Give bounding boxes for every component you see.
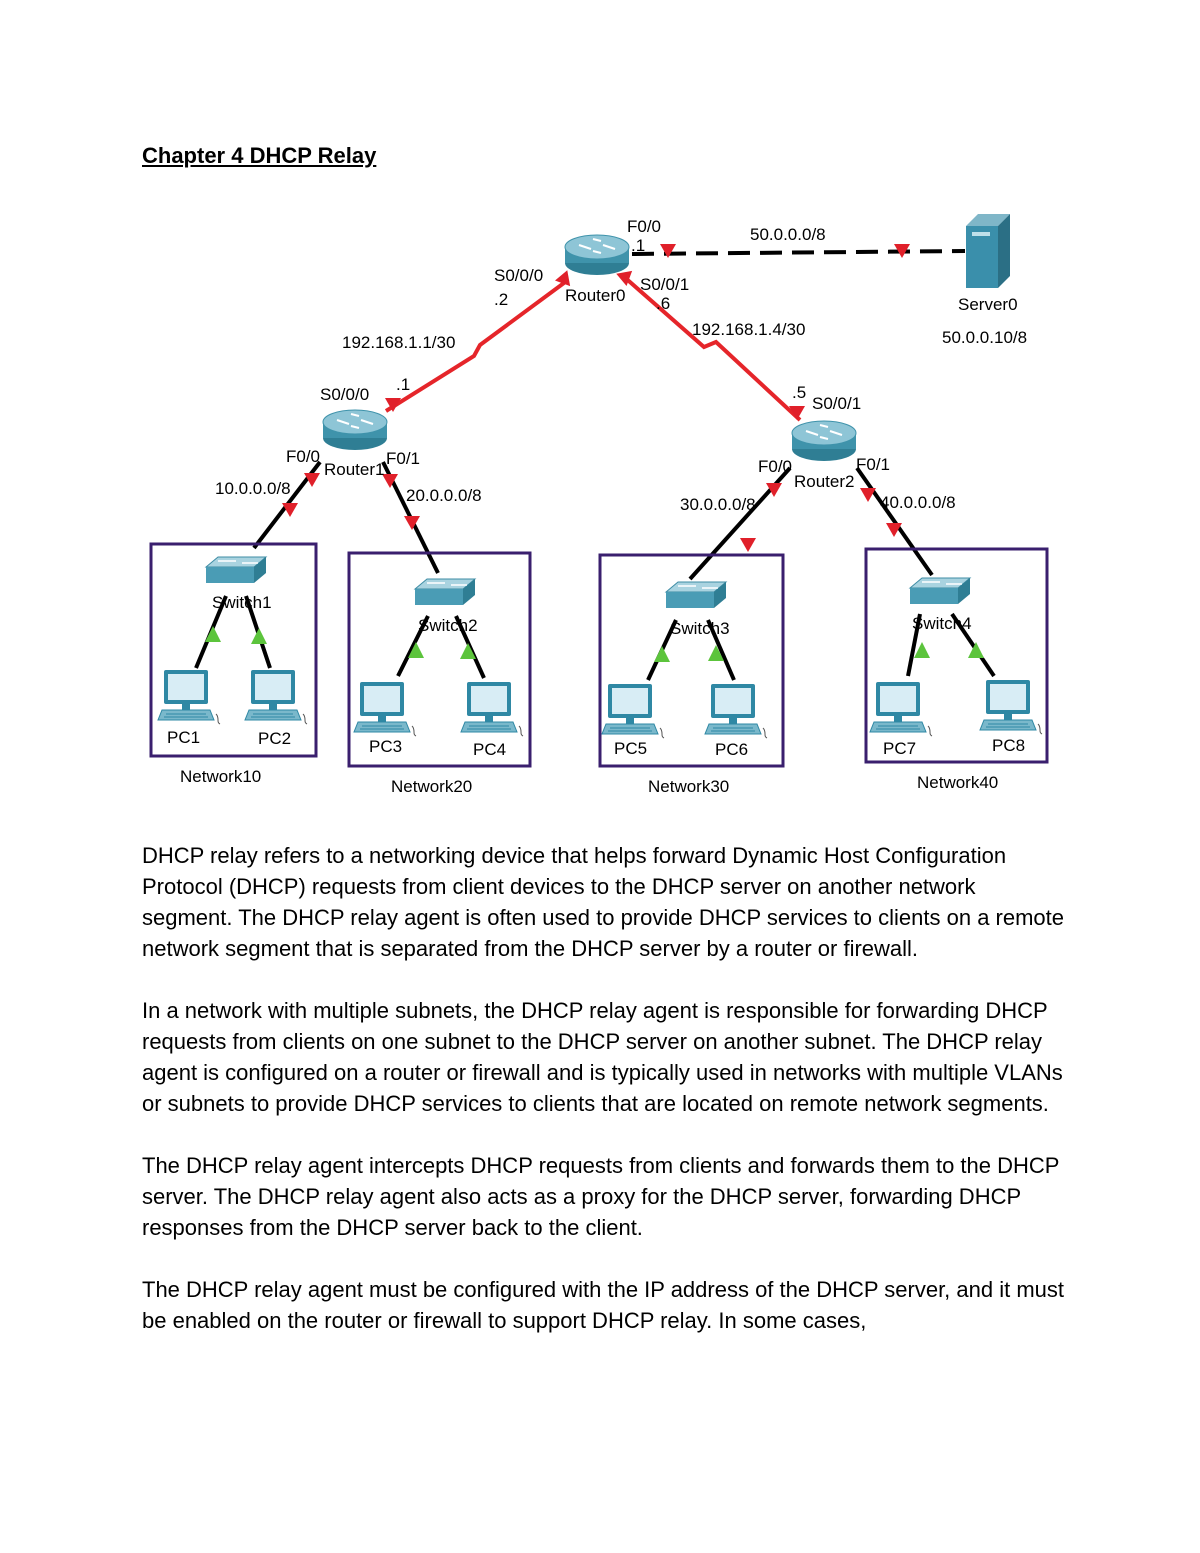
pc6-icon	[704, 683, 768, 739]
switch1-label: Switch1	[212, 593, 272, 612]
network10-label: Network10	[180, 767, 261, 786]
network40-box	[864, 547, 1049, 764]
body-text: DHCP relay refers to a networking device…	[142, 840, 1072, 1367]
switch3-label: Switch3	[670, 619, 730, 638]
pc2-label: PC2	[258, 729, 291, 748]
link-label-server-subnet: 50.0.0.0/8	[750, 225, 826, 244]
subnet-label-net10: 10.0.0.0/8	[215, 479, 291, 498]
switch1-icon	[205, 556, 267, 584]
network30-label: Network30	[648, 777, 729, 796]
link-router0-server0	[631, 249, 966, 256]
paragraph: DHCP relay refers to a networking device…	[142, 843, 1065, 961]
pc5-icon	[601, 683, 665, 739]
switch3-icon	[665, 581, 727, 609]
router2-s001-ip: .5	[792, 383, 806, 402]
link-router0-router1	[384, 278, 570, 413]
router1-f00-label: F0/0	[286, 447, 320, 466]
switch2-icon	[414, 578, 476, 606]
network10-box	[149, 542, 318, 758]
link-status-indicator	[660, 244, 676, 258]
router0-icon	[564, 234, 630, 276]
switch-pc-links	[194, 595, 996, 681]
server-icon	[966, 214, 1010, 288]
router1-f01-label: F0/1	[386, 449, 420, 468]
pc3-label: PC3	[369, 737, 402, 756]
router2-s001-label: S0/0/1	[812, 394, 861, 413]
pc1-icon	[157, 669, 221, 725]
pc8-icon	[979, 679, 1043, 735]
pc2-icon	[244, 669, 308, 725]
router2-f01-label: F0/1	[856, 455, 890, 474]
subnet-label-net40: 40.0.0.0/8	[880, 493, 956, 512]
pc5-label: PC5	[614, 739, 647, 758]
pc7-label: PC7	[883, 739, 916, 758]
router1-name: Router1	[324, 460, 384, 479]
network20-label: Network20	[391, 777, 472, 796]
link-router0-router2	[620, 273, 802, 422]
pc4-label: PC4	[473, 740, 506, 759]
paragraph: The DHCP relay agent intercepts DHCP req…	[142, 1153, 1060, 1240]
link-status-indicator	[654, 646, 670, 662]
link-router2-switch4	[855, 466, 934, 577]
link-label-r0-r2: 192.168.1.4/30	[692, 320, 805, 339]
paragraph: In a network with multiple subnets, the …	[142, 998, 1063, 1116]
router2-f00-label: F0/0	[758, 457, 792, 476]
server-ip: 50.0.0.10/8	[942, 328, 1027, 347]
network-topology-diagram: F0/0 .1 50.0.0.0/8 S0/0/0 .2 Router0 S0/…	[149, 214, 1049, 796]
router0-s001-ip: .6	[656, 294, 670, 313]
switch4-label: Switch4	[912, 614, 972, 633]
router1-icon	[322, 409, 388, 451]
switch2-label: Switch2	[418, 616, 478, 635]
link-label-r0-r1: 192.168.1.1/30	[342, 333, 455, 352]
router2-icon	[791, 420, 857, 462]
link-status-indicator	[740, 538, 756, 552]
router1-s000-label: S0/0/0	[320, 385, 369, 404]
link-status-indicator	[205, 626, 221, 642]
pc8-label: PC8	[992, 736, 1025, 755]
link-status-indicator	[251, 628, 267, 644]
page-title: Chapter 4 DHCP Relay	[142, 143, 377, 168]
network30-box	[598, 553, 785, 768]
router0-s001-label: S0/0/1	[640, 275, 689, 294]
router0-name: Router0	[565, 286, 625, 305]
router2-name: Router2	[794, 472, 854, 491]
pc6-label: PC6	[715, 740, 748, 759]
router0-s000-label: S0/0/0	[494, 266, 543, 285]
link-status-indicator	[914, 642, 930, 658]
pc7-icon	[869, 681, 933, 737]
pc1-label: PC1	[167, 728, 200, 747]
server-name: Server0	[958, 295, 1018, 314]
pc3-icon	[353, 681, 417, 737]
network20-box	[347, 551, 532, 768]
subnet-label-net30: 30.0.0.0/8	[680, 495, 756, 514]
switch4-icon	[909, 577, 971, 605]
router0-f00-label: F0/0	[627, 217, 661, 236]
router1-s000-ip: .1	[396, 375, 410, 394]
network40-label: Network40	[917, 773, 998, 792]
subnet-label-net20: 20.0.0.0/8	[406, 486, 482, 505]
pc4-icon	[460, 681, 524, 737]
paragraph: The DHCP relay agent must be configured …	[142, 1277, 1065, 1333]
router0-f00-ip: .1	[631, 236, 645, 255]
router0-s000-ip: .2	[494, 290, 508, 309]
